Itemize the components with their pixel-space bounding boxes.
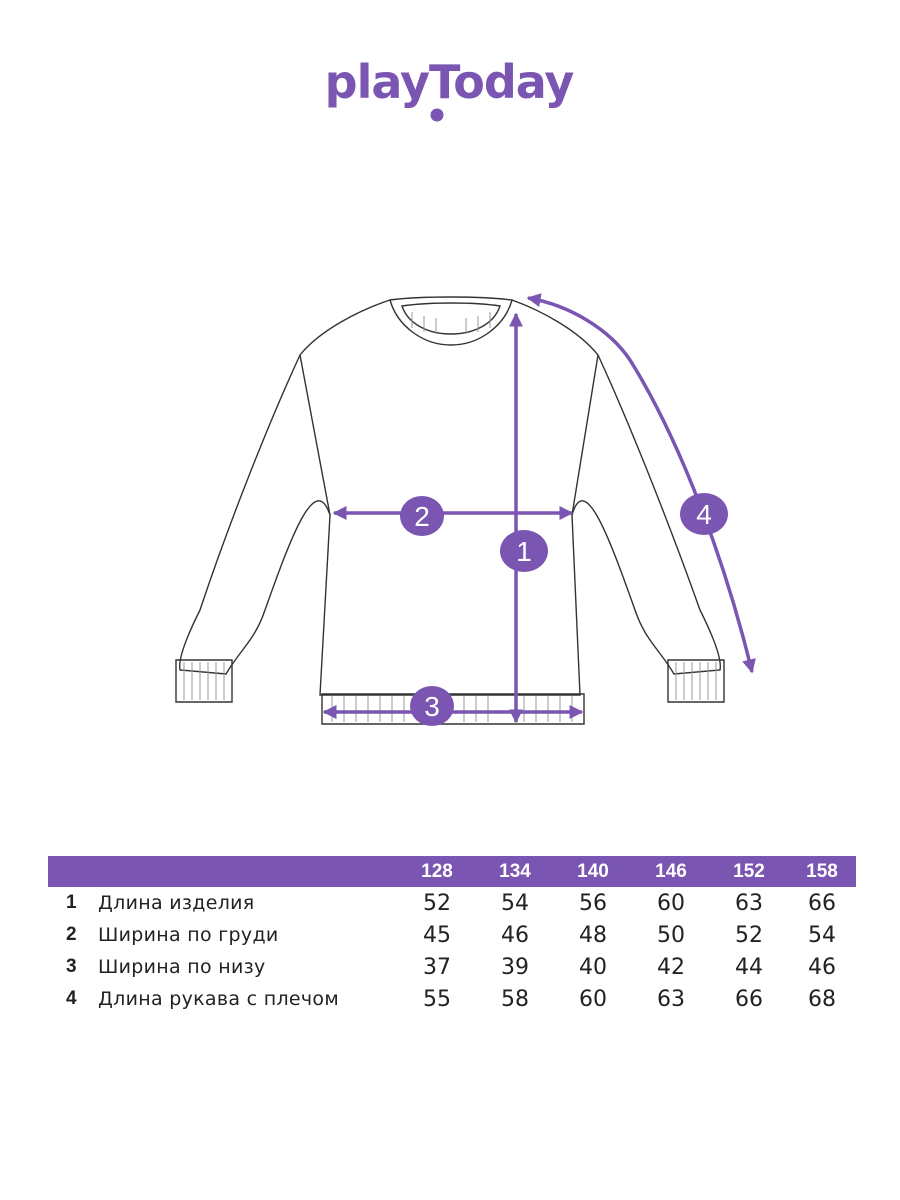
row-number: 2 [66,924,77,945]
row-number: 1 [66,892,77,913]
cell-value: 56 [579,890,607,916]
measure-line-4 [526,293,756,674]
svg-text:playToday: playToday [325,55,575,109]
cell-value: 54 [501,890,529,916]
badge-label-1: 1 [516,536,532,567]
row-label: Длина рукава с плечом [98,988,339,1010]
table-row: 4 Длина рукава с плечом 55 58 60 63 66 6… [48,983,856,1015]
row-label: Длина изделия [98,892,255,914]
table-row: 3 Ширина по низу 37 39 40 42 44 46 [48,951,856,983]
cell-value: 66 [735,986,763,1012]
size-table: 128 134 140 146 152 158 1 Длина изделия … [48,856,856,1015]
header-empty [98,856,398,887]
cell-value: 66 [808,890,836,916]
cell-value: 46 [808,954,836,980]
cell-value: 40 [579,954,607,980]
cell-value: 52 [423,890,451,916]
cell-value: 52 [735,922,763,948]
table-row: 1 Длина изделия 52 54 56 60 63 66 [48,887,856,919]
cell-value: 50 [657,922,685,948]
cell-value: 63 [657,986,685,1012]
badge-label-3: 3 [424,691,440,722]
sweatshirt-outline [175,296,725,725]
measure-badge-3: 3 [410,686,454,726]
cell-value: 42 [657,954,685,980]
cell-value: 60 [657,890,685,916]
cell-value: 44 [735,954,763,980]
row-number: 3 [66,956,77,977]
cell-value: 68 [808,986,836,1012]
cell-value: 54 [808,922,836,948]
table-header-row: 128 134 140 146 152 158 [48,856,856,887]
measure-badge-2: 2 [400,496,444,536]
row-label: Ширина по низу [98,956,266,978]
cell-value: 46 [501,922,529,948]
cell-value: 58 [501,986,529,1012]
cell-value: 55 [423,986,451,1012]
cell-value: 45 [423,922,451,948]
measure-badge-4: 4 [680,493,728,535]
cell-value: 37 [423,954,451,980]
header-size: 146 [632,856,710,887]
cell-value: 60 [579,986,607,1012]
sweatshirt-diagram: 1 2 3 4 [175,293,756,726]
header-size: 134 [476,856,554,887]
header-size: 140 [554,856,632,887]
cell-value: 48 [579,922,607,948]
cell-value: 63 [735,890,763,916]
measurement-lines [322,293,756,724]
badge-label-2: 2 [414,501,430,532]
header-size: 158 [788,856,856,887]
playtoday-logo: playToday [325,55,575,122]
table-row: 2 Ширина по груди 45 46 48 50 52 54 [48,919,856,951]
header-empty [48,856,98,887]
header-size: 128 [398,856,476,887]
measure-badge-1: 1 [500,530,548,572]
badge-label-4: 4 [696,499,712,530]
cell-value: 39 [501,954,529,980]
row-number: 4 [66,988,77,1009]
header-size: 152 [710,856,788,887]
row-label: Ширина по груди [98,924,279,946]
